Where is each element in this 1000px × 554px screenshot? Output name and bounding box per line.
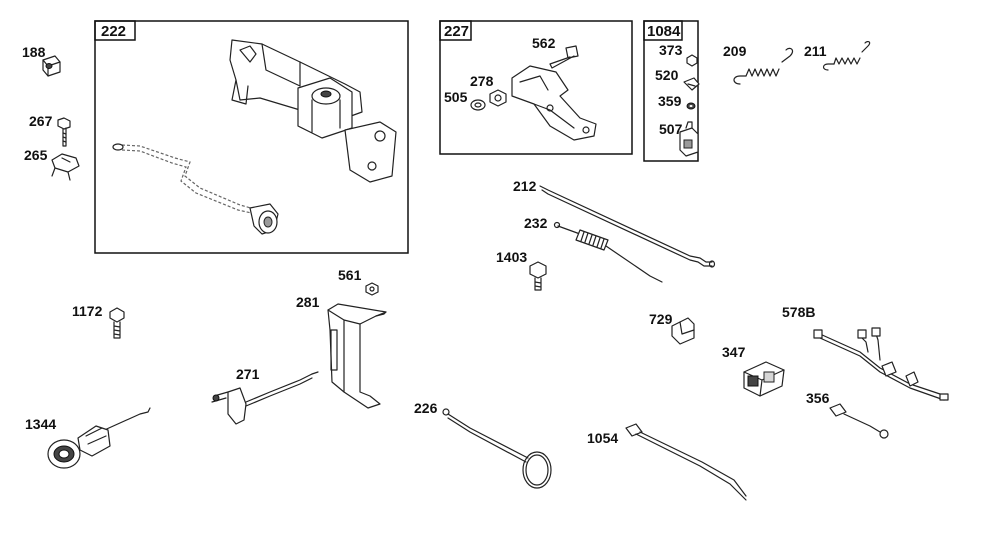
label-188: 188: [22, 44, 46, 60]
label-209: 209: [723, 43, 747, 59]
part-226-drawing: [442, 408, 552, 489]
part-271-drawing: [211, 371, 319, 425]
part-227-drawing: [511, 65, 597, 141]
part-1172-drawing: [109, 307, 125, 339]
part-1054-drawing: [625, 423, 747, 501]
label-1172: 1172: [72, 303, 103, 319]
part-356-drawing: [829, 403, 889, 439]
label-267: 267: [29, 113, 53, 129]
label-561: 561: [338, 267, 362, 283]
label-278: 278: [470, 73, 494, 89]
part-373-drawing: [686, 54, 698, 67]
label-373: 373: [659, 42, 683, 58]
group-227-label: 227: [444, 23, 469, 40]
label-226: 226: [414, 400, 438, 416]
label-271: 271: [236, 366, 260, 382]
label-281: 281: [296, 294, 320, 310]
group-1084-label: 1084: [647, 23, 681, 40]
label-1403: 1403: [496, 249, 527, 265]
label-520: 520: [655, 67, 679, 83]
part-562-drawing: [549, 45, 579, 69]
group-222-label: 222: [101, 23, 126, 40]
part-1403-drawing: [529, 261, 547, 291]
label-729: 729: [649, 311, 673, 327]
part-211-drawing: [822, 40, 871, 71]
label-232: 232: [524, 215, 548, 231]
part-265-drawing: [51, 153, 80, 181]
label-356: 356: [806, 390, 830, 406]
part-281-drawing: [327, 303, 387, 409]
part-209-drawing: [733, 47, 794, 85]
label-562: 562: [532, 35, 556, 51]
part-520-drawing: [683, 77, 700, 91]
part-578B-drawing: [813, 327, 949, 401]
part-507-drawing: [679, 121, 699, 157]
label-1054: 1054: [587, 430, 618, 446]
label-507: 507: [659, 121, 683, 137]
label-1344: 1344: [25, 416, 56, 432]
part-232-drawing: [553, 221, 663, 283]
part-188-drawing: [42, 55, 61, 77]
group-1084: 1084: [643, 20, 699, 162]
part-212-drawing: [539, 185, 716, 268]
part-729-drawing: [671, 317, 695, 345]
part-1344-drawing: [47, 407, 151, 469]
part-359-drawing: [686, 102, 696, 110]
label-505: 505: [444, 89, 468, 105]
part-267-drawing: [57, 117, 71, 147]
label-359: 359: [658, 93, 682, 109]
group-227: 227: [439, 20, 633, 155]
part-347-drawing: [743, 361, 785, 397]
part-278-drawing: [489, 89, 507, 107]
part-505-drawing: [470, 99, 486, 111]
part-561-drawing: [365, 282, 379, 296]
label-212: 212: [513, 178, 537, 194]
label-265: 265: [24, 147, 48, 163]
group-222: 222: [94, 20, 409, 254]
label-578B: 578B: [782, 304, 815, 320]
label-211: 211: [804, 43, 827, 59]
label-347: 347: [722, 344, 746, 360]
part-222-drawing: [112, 39, 397, 235]
